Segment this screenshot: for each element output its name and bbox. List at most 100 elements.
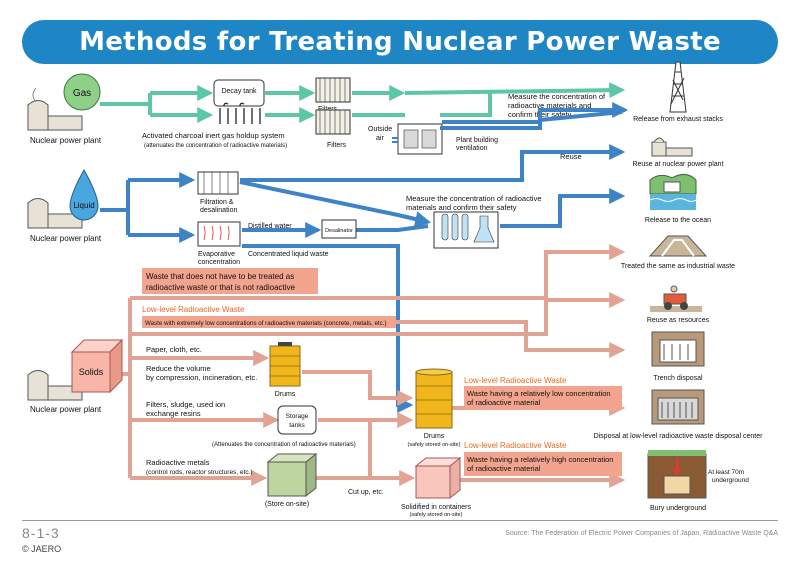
filter-top xyxy=(315,77,351,103)
metals-label-2: (control rods, reactor structures, etc.) xyxy=(146,469,253,476)
filter-bottom xyxy=(315,109,351,135)
llw-extremely-low-text: Waste with extremely low concentrations … xyxy=(145,320,387,327)
holdup-system-label: Activated charcoal inert gas holdup syst… xyxy=(142,131,285,140)
trench-label: Trench disposal xyxy=(653,375,703,382)
liquid-badge xyxy=(69,168,99,221)
footer-divider xyxy=(22,520,778,521)
trench-icon xyxy=(651,331,705,367)
gas-arrows xyxy=(100,82,626,123)
industrial-label: Treated the same as industrial waste xyxy=(621,263,735,270)
metals-label-1: Radioactive metals xyxy=(146,458,210,467)
solidified-note: (safely stored on-site) xyxy=(410,512,463,518)
filters-bottom-label: Filters xyxy=(327,142,347,149)
exhaust-label: Release from exhaust stacks xyxy=(633,116,723,123)
big-drums-icon xyxy=(415,368,453,429)
holdup-note: (attenuates the concentration of radioac… xyxy=(144,143,287,149)
llw-relatively-high-header: Low-level Radioactive Waste xyxy=(464,441,567,450)
small-drums-label: Drums xyxy=(275,391,296,398)
llw-header: Low-level Radioactive Waste xyxy=(142,305,245,314)
ventilation-label-2: ventilation xyxy=(456,145,488,152)
filters-sludge-1: Filters, sludge, used ion xyxy=(146,400,225,409)
llw-relatively-high-1: Waste having a relatively high concentra… xyxy=(467,455,613,464)
llw-relatively-high-2: of radioactive material xyxy=(467,464,541,473)
reduce-label-1: Reduce the volume xyxy=(146,364,211,373)
llw-relatively-high-box: Waste having a relatively high concentra… xyxy=(464,452,622,476)
desalinator-label: Desalinator xyxy=(325,228,353,234)
not-radioactive-line-2: radioactive waste or that is not radioac… xyxy=(146,283,296,292)
ventilation-unit xyxy=(392,123,443,155)
liquid-measure-brace xyxy=(442,102,629,124)
filtration-label-2: desalination xyxy=(200,207,237,214)
gas-source: Gas Nuclear power plant xyxy=(27,73,102,145)
filtration-label-1: Filtration & xyxy=(200,199,234,206)
storage-note: (Attenuates the concentration of radioac… xyxy=(212,442,356,448)
page-title: Methods for Treating Nuclear Power Waste xyxy=(79,27,721,57)
not-radioactive-box: Waste that does not have to be treated a… xyxy=(142,268,318,294)
resources-icon xyxy=(650,285,702,312)
liquid-measure-2: materials and confirm their safety xyxy=(406,203,517,212)
llw-relatively-low-header: Low-level Radioactive Waste xyxy=(464,376,567,385)
gas-badge xyxy=(63,73,101,111)
bury-label: Bury underground xyxy=(650,505,706,512)
liquid-badge-label: Liquid xyxy=(73,201,94,210)
decay-tank: Decay tank xyxy=(213,79,265,107)
outside-air-label-1: Outside xyxy=(368,126,392,133)
cut-up-label: Cut up, etc. xyxy=(348,489,384,496)
plant-icon xyxy=(27,198,49,229)
bury-icon xyxy=(647,450,707,499)
industrial-icon xyxy=(648,235,708,257)
reuse-label: Reuse xyxy=(560,152,582,161)
big-drums-note: (safely stored on-site) xyxy=(408,442,461,448)
llw-extremely-low-box: Waste with extremely low concentrations … xyxy=(142,316,396,328)
liquid-measure-1: Measure the concentration of radioactive xyxy=(406,194,542,203)
liquid-plant-label: Nuclear power plant xyxy=(30,234,102,243)
llw-relatively-low-2: of radioactive material xyxy=(467,398,541,407)
evaporative-label-2: concentration xyxy=(198,259,240,266)
decay-tank-label: Decay tank xyxy=(221,88,257,95)
holdup-coils xyxy=(219,102,261,124)
liquid-arrows xyxy=(100,110,626,413)
solids-plant-label: Nuclear power plant xyxy=(30,405,102,414)
small-drums-icon xyxy=(269,342,301,387)
storage-tanks-label-1: Storage xyxy=(286,413,309,420)
resources-label: Reuse as resources xyxy=(647,317,710,324)
disposal-center-label: Disposal at low-level radioactive waste … xyxy=(594,433,764,440)
exhaust-stack-icon xyxy=(669,61,687,113)
reduce-label-2: by compression, incineration, etc. xyxy=(146,373,257,382)
storage-tanks-label-2: tanks xyxy=(289,422,305,429)
storage-tanks-icon: Storage tanks xyxy=(277,405,317,435)
llw-relatively-low-1: Waste having a relatively low concentrat… xyxy=(467,389,611,398)
concentrated-label: Concentrated liquid waste xyxy=(248,251,329,258)
distilled-water-label: Distilled water xyxy=(248,223,292,230)
plant-icon xyxy=(27,370,49,401)
gas-measure-2: radioactive materials and xyxy=(508,101,591,110)
solids-badge-label: Solids xyxy=(79,367,104,377)
gas-measure-1: Measure the concentration of xyxy=(508,92,606,101)
outside-air-label-2: air xyxy=(376,135,384,142)
big-drums-label: Drums xyxy=(424,433,445,440)
ocean-icon xyxy=(649,174,697,210)
copyright: © JAERO xyxy=(22,544,62,554)
liquid-source: Liquid Nuclear power plant xyxy=(27,168,102,243)
gas-plant-label: Nuclear power plant xyxy=(30,136,102,145)
depth-note-1: At least 70m xyxy=(708,469,744,476)
gas-badge-label: Gas xyxy=(73,88,91,99)
plant-icon xyxy=(27,100,49,131)
reuse-plant-label: Reuse at nuclear power plant xyxy=(632,161,723,168)
paper-label: Paper, cloth, etc. xyxy=(146,345,202,354)
filtration-unit xyxy=(197,171,239,195)
ventilation-label-1: Plant building xyxy=(456,137,498,144)
ocean-label: Release to the ocean xyxy=(645,217,711,224)
solids-source: Solids Nuclear power plant xyxy=(27,338,124,414)
store-onsite-label: (Store on-site) xyxy=(265,501,309,508)
filters-sludge-2: exchange resins xyxy=(146,409,201,418)
page-number: 8-1-3 xyxy=(22,525,60,541)
test-tubes-icon xyxy=(433,211,499,249)
source-credit: Source: The Federation of Electric Power… xyxy=(505,530,778,537)
solidified-label: Solidified in containers xyxy=(401,504,472,511)
solidified-container-icon xyxy=(414,456,462,500)
evaporator-unit xyxy=(197,221,241,247)
disposal-center-icon xyxy=(651,389,705,425)
desalinator-unit: Desalinator xyxy=(321,219,357,239)
